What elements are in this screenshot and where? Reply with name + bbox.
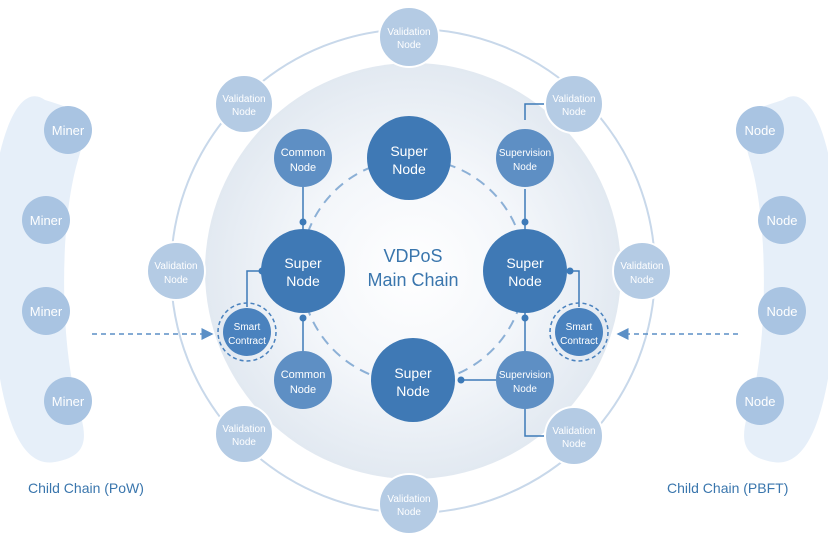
smart-contract-node: Smart Contract — [217, 302, 277, 362]
svg-text:Node: Node — [513, 162, 537, 173]
svg-text:Node: Node — [562, 107, 586, 118]
svg-text:Node: Node — [232, 437, 256, 448]
miner-node: Miner — [44, 106, 92, 154]
svg-text:Node: Node — [513, 384, 537, 395]
svg-text:Smart: Smart — [234, 322, 261, 333]
svg-text:Node: Node — [744, 123, 775, 138]
right-chain-band — [744, 96, 828, 463]
common-node: Common Node — [274, 129, 332, 187]
smart-contracts: Smart Contract Smart Contract — [217, 302, 609, 362]
svg-text:Miner: Miner — [30, 213, 63, 228]
super-node: Super Node — [483, 229, 567, 313]
svg-text:Smart: Smart — [566, 322, 593, 333]
svg-text:Common: Common — [281, 147, 326, 159]
svg-text:Node: Node — [290, 384, 316, 396]
svg-text:Node: Node — [392, 161, 426, 177]
main-chain-title-line2: Main Chain — [367, 270, 458, 290]
svg-text:Node: Node — [290, 162, 316, 174]
svg-text:Node: Node — [630, 275, 654, 286]
main-chain-title-line1: VDPoS — [383, 246, 442, 266]
super-node: Super Node — [367, 116, 451, 200]
validation-node: Validation Node — [214, 404, 274, 464]
svg-text:Miner: Miner — [52, 123, 85, 138]
svg-text:Validation: Validation — [552, 94, 595, 105]
svg-text:Node: Node — [508, 273, 542, 289]
svg-text:Node: Node — [766, 213, 797, 228]
left-chain-nodes: Miner Miner Miner Miner — [22, 106, 92, 425]
svg-text:Validation: Validation — [387, 494, 430, 505]
svg-text:Node: Node — [562, 439, 586, 450]
svg-text:Validation: Validation — [552, 426, 595, 437]
svg-text:Node: Node — [397, 40, 421, 51]
validation-node: Validation Node — [214, 74, 274, 134]
right-chain-nodes: Node Node Node Node — [736, 106, 806, 425]
svg-text:Node: Node — [766, 304, 797, 319]
svg-text:Node: Node — [396, 383, 430, 399]
smart-contract-node: Smart Contract — [549, 302, 609, 362]
left-chain-band — [0, 96, 84, 463]
super-nodes: Super Node Super Node Super Node Super N… — [261, 116, 567, 422]
svg-text:Node: Node — [397, 507, 421, 518]
left-chain-label: Child Chain (PoW) — [28, 480, 144, 496]
supervision-nodes: Supervision Node Supervision Node — [496, 129, 554, 409]
pbft-node: Node — [758, 287, 806, 335]
svg-text:Validation: Validation — [222, 94, 265, 105]
svg-text:Validation: Validation — [154, 261, 197, 272]
supervision-node: Supervision Node — [496, 351, 554, 409]
miner-node: Miner — [22, 196, 70, 244]
svg-text:Super: Super — [390, 143, 428, 159]
svg-text:Node: Node — [232, 107, 256, 118]
validation-node: Validation Node — [378, 473, 440, 535]
svg-text:Miner: Miner — [30, 304, 63, 319]
supervision-node: Supervision Node — [496, 129, 554, 187]
miner-node: Miner — [22, 287, 70, 335]
svg-text:Super: Super — [284, 255, 322, 271]
svg-text:Miner: Miner — [52, 394, 85, 409]
validation-node: Validation Node — [146, 241, 206, 301]
validation-node: Validation Node — [544, 406, 604, 466]
svg-text:Node: Node — [744, 394, 775, 409]
svg-text:Contract: Contract — [560, 336, 598, 347]
svg-text:Validation: Validation — [387, 27, 430, 38]
validation-node: Validation Node — [544, 74, 604, 134]
svg-text:Node: Node — [164, 275, 188, 286]
svg-text:Super: Super — [506, 255, 544, 271]
svg-text:Supervision: Supervision — [499, 370, 551, 381]
miner-node: Miner — [44, 377, 92, 425]
common-node: Common Node — [274, 351, 332, 409]
validation-node: Validation Node — [378, 6, 440, 68]
super-node: Super Node — [261, 229, 345, 313]
svg-text:Super: Super — [394, 365, 432, 381]
svg-text:Validation: Validation — [222, 424, 265, 435]
validation-node: Validation Node — [612, 241, 672, 301]
validation-nodes: Validation Node Validation Node Validati… — [146, 6, 672, 535]
common-nodes: Common Node Common Node — [274, 129, 332, 409]
svg-text:Node: Node — [286, 273, 320, 289]
pbft-node: Node — [758, 196, 806, 244]
right-chain-label: Child Chain (PBFT) — [667, 480, 789, 496]
pbft-node: Node — [736, 106, 784, 154]
svg-text:Validation: Validation — [620, 261, 663, 272]
pbft-node: Node — [736, 377, 784, 425]
svg-text:Common: Common — [281, 369, 326, 381]
super-node: Super Node — [371, 338, 455, 422]
svg-text:Contract: Contract — [228, 336, 266, 347]
svg-text:Supervision: Supervision — [499, 148, 551, 159]
